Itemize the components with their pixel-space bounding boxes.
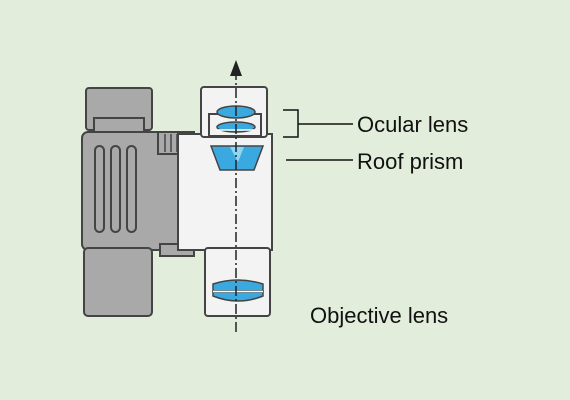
left-grip-slot bbox=[126, 145, 137, 233]
ocular-lens-label: Ocular lens bbox=[357, 112, 469, 137]
objective-lens-label: Objective lens bbox=[310, 303, 449, 328]
optical-axis-arrow bbox=[230, 60, 242, 332]
left-barrel bbox=[81, 87, 179, 317]
left-grip-slot bbox=[110, 145, 121, 233]
left-grip-slot bbox=[94, 145, 105, 233]
left-objective-barrel bbox=[83, 247, 153, 317]
roof-prism bbox=[209, 145, 265, 171]
ocular-bracket bbox=[283, 109, 353, 138]
roof-prism-label: Roof prism bbox=[357, 149, 464, 174]
objective-lens bbox=[212, 279, 264, 302]
